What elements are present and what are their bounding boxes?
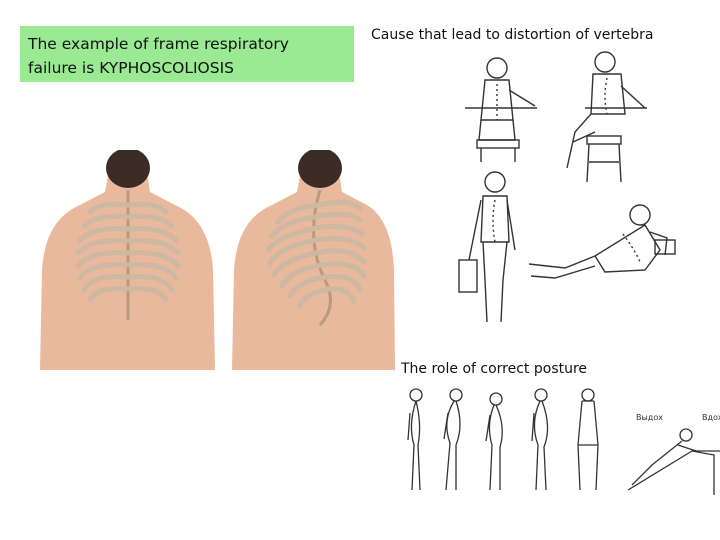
causes-illustration [445, 50, 715, 340]
causes-caption: Cause that lead to distortion of vertebr… [371, 27, 654, 43]
exhale-label: Выдох [636, 413, 663, 422]
slide-title: The example of frame respiratory failure… [20, 26, 354, 82]
posture-figure-3 [485, 392, 503, 491]
child-sitting-on-stool-figure [566, 51, 647, 183]
child-sitting-at-desk-figure [465, 57, 537, 162]
inhale-label: Вдох [702, 413, 720, 422]
posture-figure-4 [531, 388, 549, 491]
title-line-2: failure is KYPHOSCOLIOSIS [28, 59, 234, 77]
title-line-1: The example of frame respiratory [28, 35, 289, 53]
wall-pushup-exercise-figure [627, 428, 720, 495]
posture-figure-5 [577, 388, 599, 491]
scoliotic-back-figure [232, 150, 395, 370]
child-carrying-bag-figure [458, 171, 516, 323]
kyphoscoliosis-anatomy-image [20, 150, 395, 370]
posture-figure-2 [443, 388, 463, 491]
posture-caption: The role of correct posture [401, 361, 588, 377]
posture-figure-1 [407, 388, 423, 491]
child-reclining-reading-figure [528, 204, 676, 279]
posture-illustration: Выдох Вдох [396, 385, 720, 500]
normal-back-figure [40, 150, 215, 370]
